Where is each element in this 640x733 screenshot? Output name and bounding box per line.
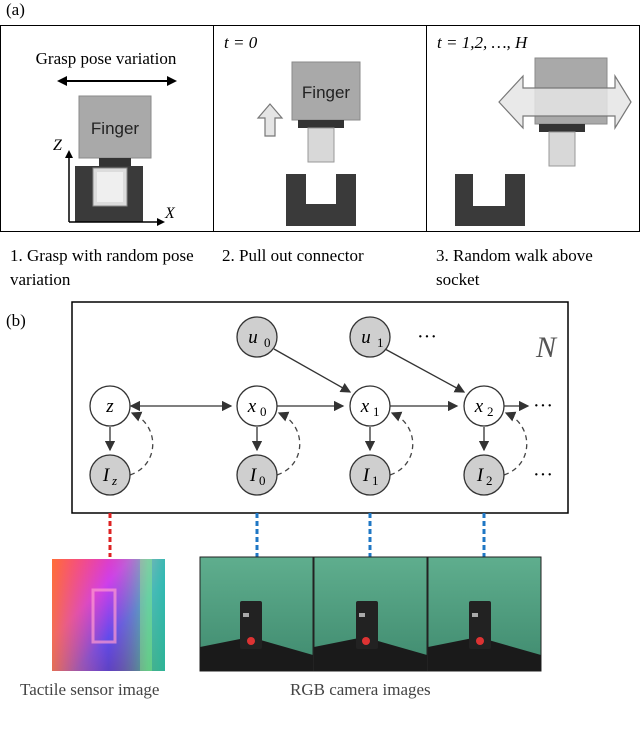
svg-text:z: z bbox=[111, 473, 117, 488]
pull-up-arrow bbox=[256, 103, 284, 137]
z-axis-label: Z bbox=[53, 137, 63, 154]
tactile-sensor-image bbox=[52, 559, 165, 671]
node-x0: x 0 bbox=[236, 385, 278, 427]
node-I0: I 0 bbox=[236, 454, 278, 496]
node-z: z bbox=[89, 385, 131, 427]
finger-label: Finger bbox=[302, 83, 351, 102]
grasp-variation-title: Grasp pose variation bbox=[36, 49, 177, 68]
svg-text:I: I bbox=[102, 465, 111, 486]
node-x1: x 1 bbox=[349, 385, 391, 427]
svg-text:0: 0 bbox=[264, 335, 271, 350]
step3-panel: t = 1,2, …, H bbox=[426, 25, 640, 232]
step1-illustration: Grasp pose variation Finger Z X bbox=[36, 49, 177, 226]
rgb-image-2 bbox=[427, 556, 542, 672]
inference-I1-x1 bbox=[389, 411, 414, 476]
svg-text:I: I bbox=[362, 465, 371, 486]
socket-block bbox=[286, 174, 356, 226]
graphical-model: N u 0 u 1 ··· z x 0 x 1 x 2 ··· I z I 0 … bbox=[52, 301, 569, 672]
rgb-image-1 bbox=[313, 556, 428, 672]
svg-text:u: u bbox=[361, 327, 371, 348]
panel-b-label: (b) bbox=[6, 311, 26, 330]
svg-text:z: z bbox=[105, 396, 114, 417]
svg-text:0: 0 bbox=[259, 473, 266, 488]
svg-text:I: I bbox=[249, 465, 258, 486]
tactile-caption: Tactile sensor image bbox=[20, 680, 160, 699]
node-I2: I 2 bbox=[463, 454, 505, 496]
edge-u0-x1 bbox=[273, 348, 352, 393]
panel-a-label: (a) bbox=[6, 0, 25, 19]
step3-illustration: t = 1,2, …, H bbox=[437, 33, 632, 226]
svg-text:1: 1 bbox=[377, 335, 384, 350]
variation-arrow-right bbox=[167, 76, 177, 86]
svg-text:x: x bbox=[247, 396, 257, 417]
edge-u1-x2 bbox=[384, 348, 466, 393]
variation-arrow-left bbox=[57, 76, 67, 86]
inference-I2-x2 bbox=[503, 411, 528, 476]
time-zero-label: t = 0 bbox=[224, 33, 258, 52]
ellipsis-u: ··· bbox=[417, 326, 437, 348]
ellipsis-x: ··· bbox=[533, 395, 553, 417]
node-x2: x 2 bbox=[463, 385, 505, 427]
step1-caption: 1. Grasp with random pose variation bbox=[10, 246, 194, 289]
svg-text:u: u bbox=[248, 327, 258, 348]
connector-inner bbox=[97, 172, 123, 202]
connector-block bbox=[307, 127, 335, 163]
rgb-caption: RGB camera images bbox=[290, 680, 431, 699]
inference-Iz-z bbox=[129, 411, 154, 476]
node-I1: I 1 bbox=[349, 454, 391, 496]
svg-text:x: x bbox=[360, 396, 370, 417]
finger-block bbox=[291, 61, 361, 121]
rgb-image-0 bbox=[199, 556, 314, 672]
gripper-pad bbox=[99, 158, 131, 166]
node-Iz: I z bbox=[89, 454, 131, 496]
svg-text:2: 2 bbox=[486, 473, 493, 488]
step2-illustration: t = 0 Finger bbox=[224, 33, 361, 226]
gripper-pad bbox=[298, 120, 344, 128]
node-u0: u 0 bbox=[236, 316, 278, 358]
ellipsis-I: ··· bbox=[533, 464, 553, 486]
svg-text:I: I bbox=[476, 465, 485, 486]
finger-label: Finger bbox=[91, 119, 140, 138]
x-axis-label: X bbox=[164, 205, 176, 222]
plate-label: N bbox=[535, 331, 558, 364]
node-u1: u 1 bbox=[349, 316, 391, 358]
random-walk-arrow bbox=[498, 73, 632, 131]
plate-box bbox=[71, 301, 569, 514]
step2-panel: t = 0 Finger bbox=[213, 25, 428, 232]
time-steps-label: t = 1,2, …, H bbox=[437, 33, 529, 52]
step1-panel: Grasp pose variation Finger Z X bbox=[0, 25, 215, 232]
svg-text:0: 0 bbox=[260, 404, 267, 419]
svg-text:2: 2 bbox=[487, 404, 494, 419]
svg-text:1: 1 bbox=[372, 473, 379, 488]
socket-block bbox=[455, 174, 525, 226]
inference-I0-x0 bbox=[276, 411, 301, 476]
connector-block bbox=[548, 131, 576, 167]
svg-text:1: 1 bbox=[373, 404, 380, 419]
svg-text:x: x bbox=[474, 396, 484, 417]
step2-caption: 2. Pull out connector bbox=[222, 246, 364, 265]
step3-caption: 3. Random walk above socket bbox=[436, 246, 593, 289]
gripper-pad bbox=[539, 124, 585, 132]
